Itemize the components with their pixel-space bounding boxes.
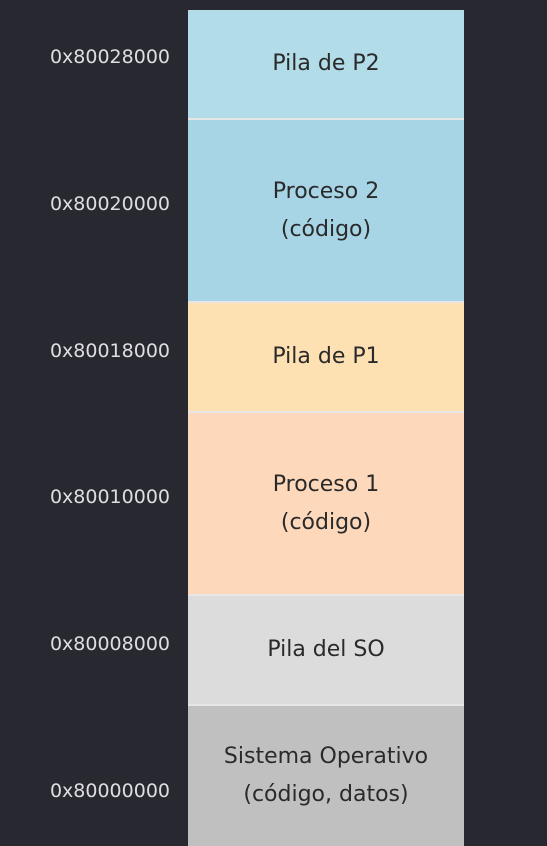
address-label: 0x80010000 [49, 486, 170, 508]
memory-block-os: Sistema Operativo (código, datos) [188, 706, 464, 846]
block-label: Proceso 1 [272, 471, 380, 497]
address-label: 0x80008000 [49, 633, 170, 655]
address-label: 0x80020000 [49, 193, 170, 215]
address-label: 0x80028000 [49, 46, 170, 68]
block-label: Pila del SO [267, 637, 385, 662]
block-label: Pila de P1 [272, 344, 380, 369]
memory-block-p2-code: Proceso 2 (código) [188, 120, 464, 303]
block-label: Sistema Operativo [223, 744, 429, 769]
memory-block-p1-code: Proceso 1 (código) [188, 413, 464, 596]
address-label: 0x80000000 [49, 780, 170, 802]
address-label: 0x80018000 [49, 340, 170, 362]
block-sublabel: (código) [280, 216, 372, 242]
block-sublabel: (código) [280, 509, 372, 535]
memory-block-os-stack: Pila del SO [188, 596, 464, 706]
block-sublabel: (código, datos) [243, 782, 409, 807]
memory-block-p2-stack: Pila de P2 [188, 10, 464, 120]
memory-block-p1-stack: Pila de P1 [188, 303, 464, 413]
block-label: Pila de P2 [272, 51, 380, 76]
block-label: Proceso 2 [272, 178, 380, 204]
